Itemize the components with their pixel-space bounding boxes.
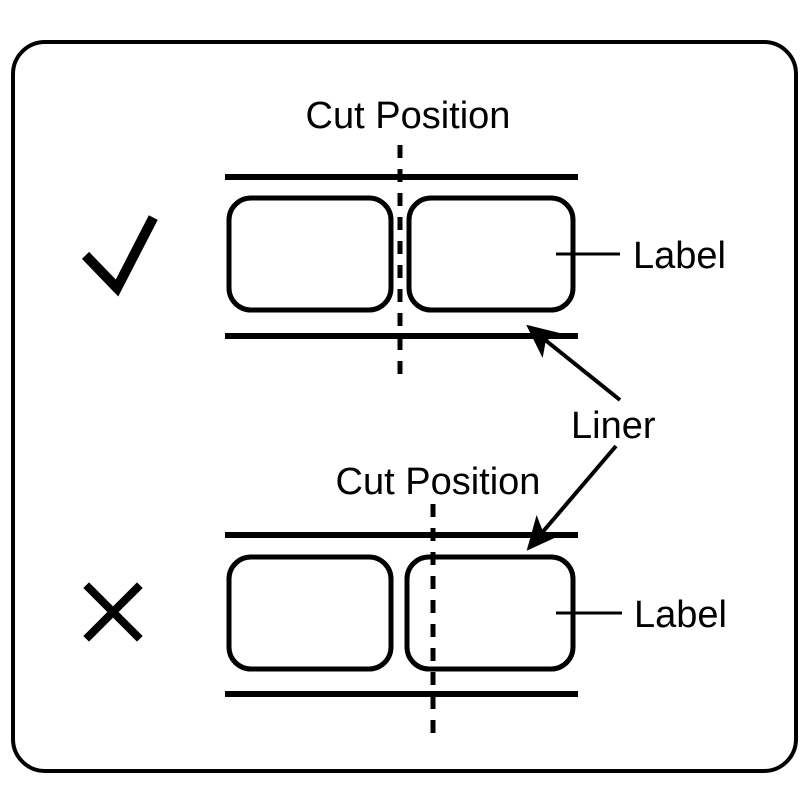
cut-position-label-bottom: Cut Position (336, 461, 541, 503)
liner-callout-label: Liner (571, 405, 656, 447)
liner-leader-arrow-up (526, 324, 622, 402)
label-shape-top-right (406, 195, 576, 313)
label-callout-bottom: Label (634, 594, 727, 636)
incorrect-example-group: Cut Position Label (83, 461, 727, 742)
liner-callout-group: Liner (526, 324, 656, 551)
label-shape-top-left (226, 195, 394, 313)
cross-icon (83, 582, 143, 642)
liner-leader-arrow-down (526, 444, 618, 551)
label-callout-top: Label (633, 235, 726, 277)
label-shape-bottom-left (226, 554, 394, 672)
outer-rounded-frame (11, 40, 798, 773)
cut-position-label-top: Cut Position (306, 95, 511, 137)
checkmark-icon (81, 215, 158, 297)
correct-example-group: Cut Position Label (81, 95, 726, 378)
